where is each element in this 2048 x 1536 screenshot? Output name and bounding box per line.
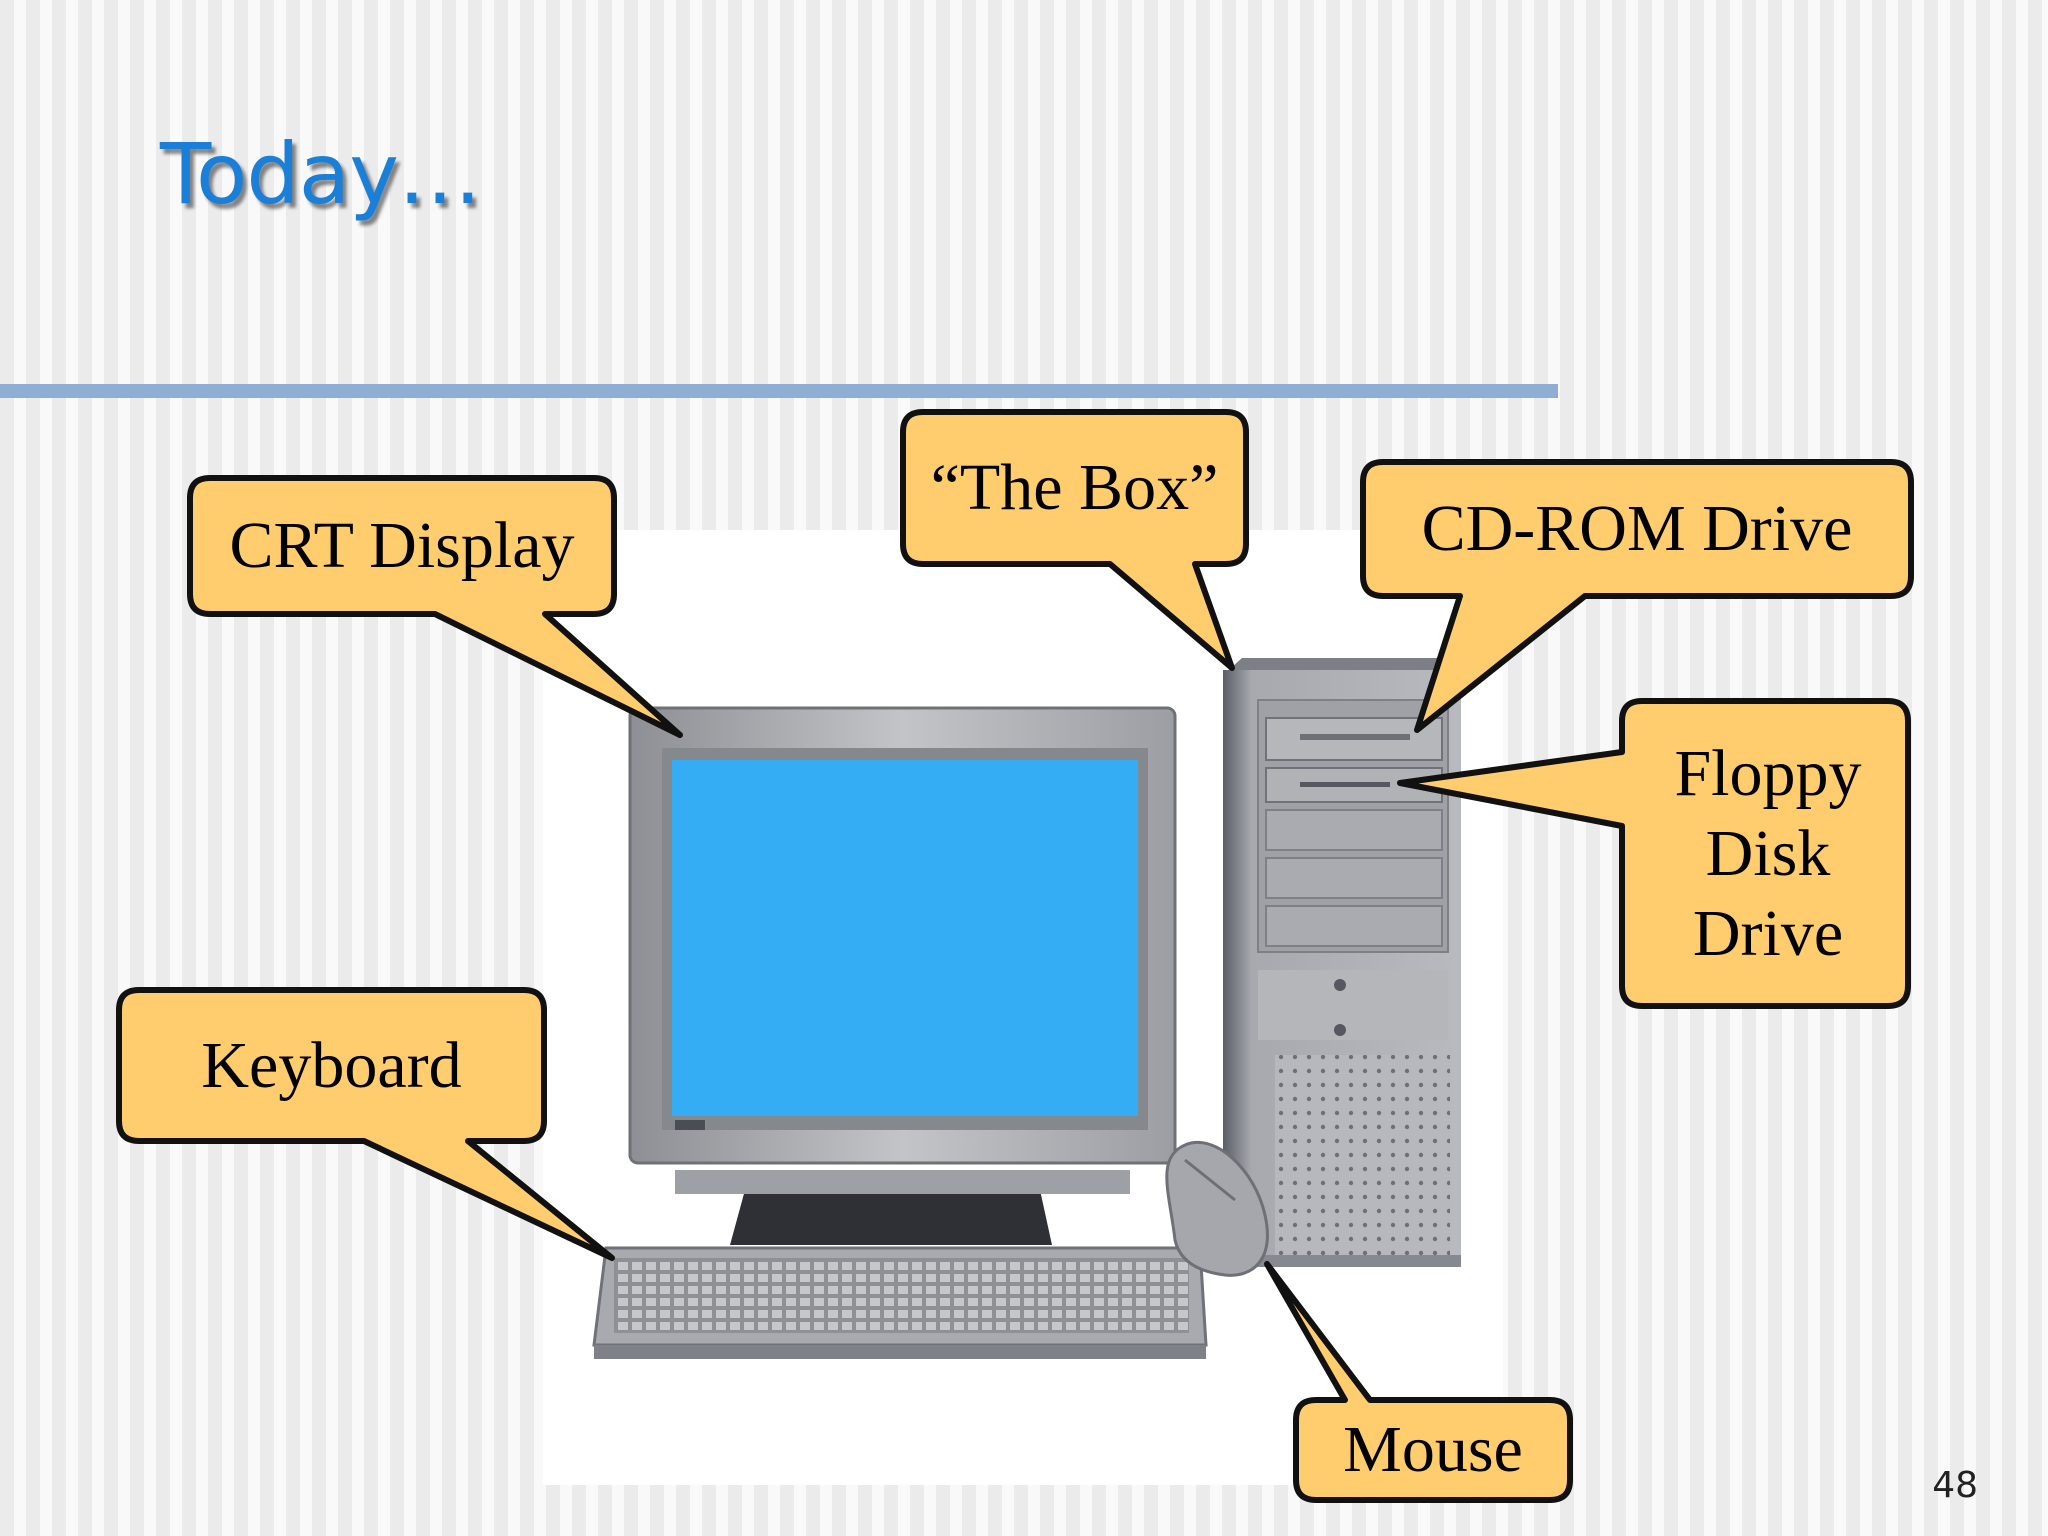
callout-the-box xyxy=(900,409,1249,671)
callout-the-box-label: “The Box” xyxy=(930,451,1219,524)
callout-keyboard-label: Keyboard xyxy=(201,1028,462,1102)
callout-keyboard xyxy=(116,987,615,1261)
slide-title: Today… xyxy=(160,125,482,223)
crt-monitor xyxy=(628,706,1177,1245)
callout-crt-display-label: CRT Display xyxy=(229,509,575,582)
callout-mouse xyxy=(1264,1261,1573,1503)
crt-screen xyxy=(672,760,1138,1116)
mouse-device xyxy=(1165,1141,1269,1277)
callout-crt-display xyxy=(187,475,683,738)
callout-floppy-label: Floppy Disk Drive xyxy=(1674,736,1862,970)
callout-mouse-label: Mouse xyxy=(1343,1413,1523,1486)
keyboard-device xyxy=(592,1246,1208,1359)
tower-case xyxy=(1223,658,1470,1267)
callout-floppy xyxy=(1397,698,1911,1009)
title-divider xyxy=(0,384,1558,398)
page-number: 48 xyxy=(1932,1465,1978,1506)
callout-cd-rom xyxy=(1360,459,1914,733)
callout-cd-rom-label: CD-ROM Drive xyxy=(1421,492,1853,565)
